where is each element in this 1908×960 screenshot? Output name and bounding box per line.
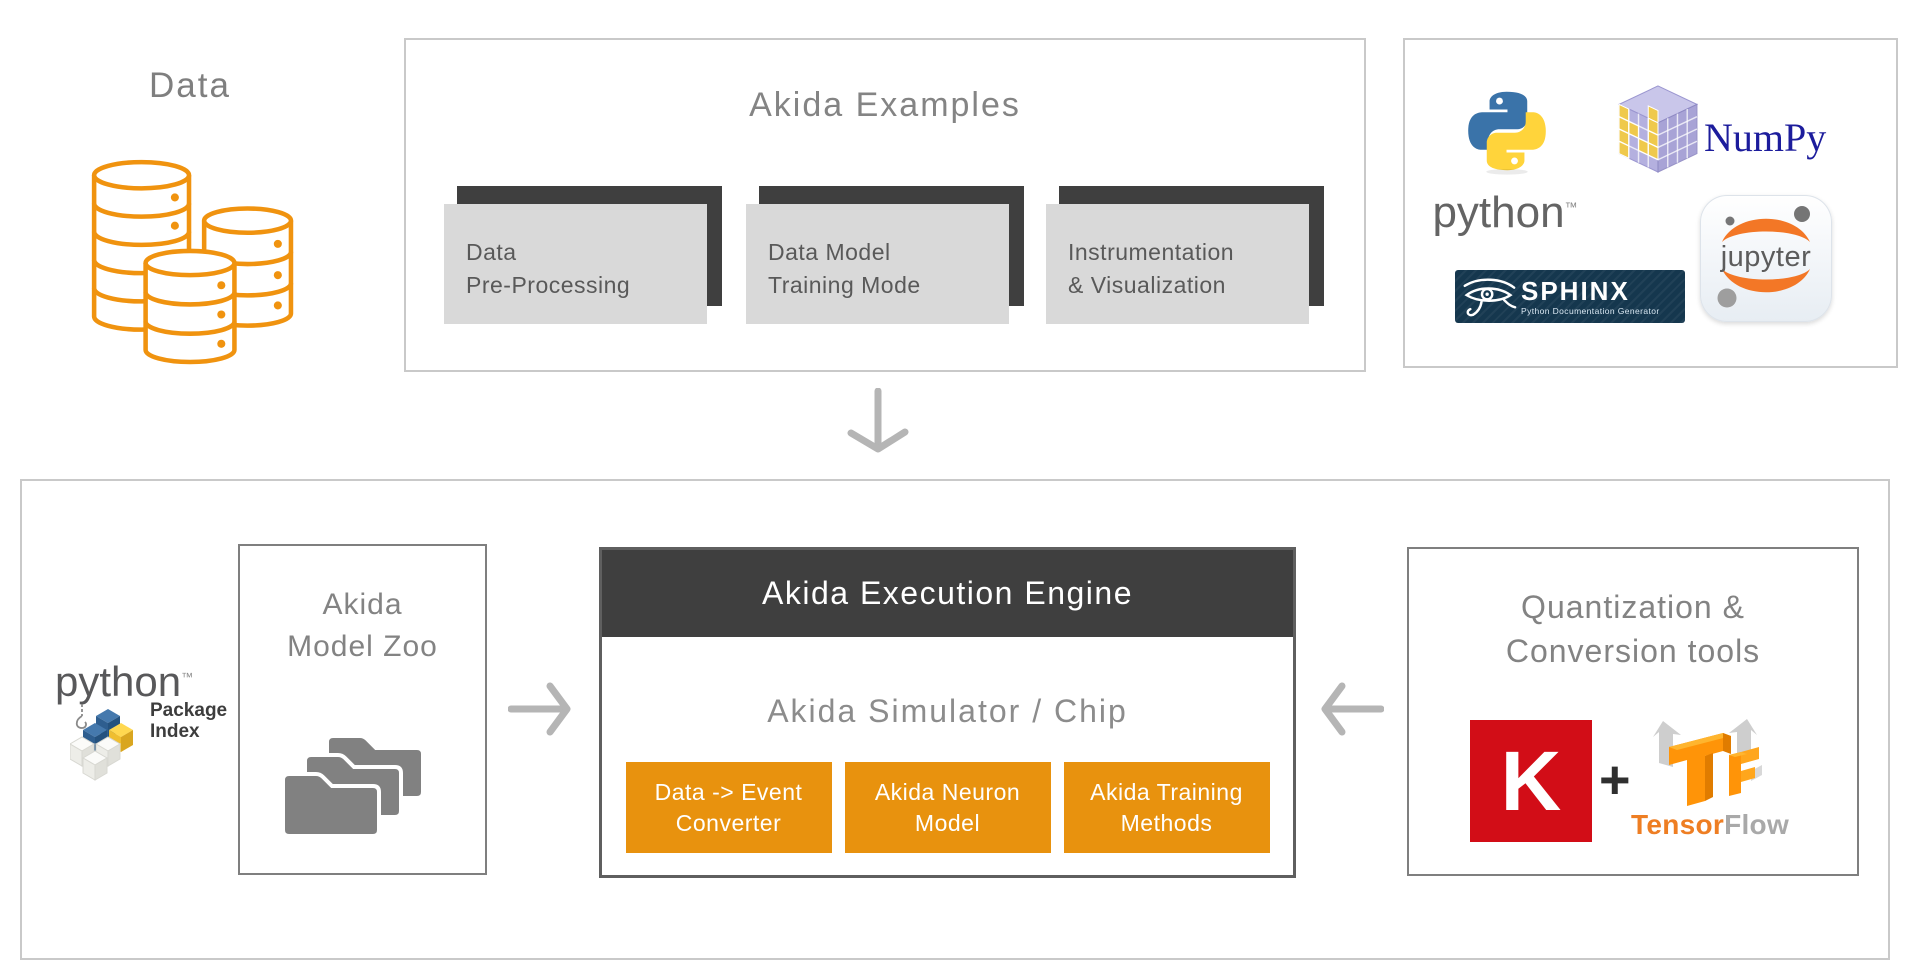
pypi-package-line: Package bbox=[150, 700, 228, 721]
pypi-package-index-label: Package Index bbox=[150, 700, 227, 742]
keras-logo: K bbox=[1470, 720, 1592, 842]
card-line: Data Model bbox=[768, 239, 891, 265]
module-line: Akida Neuron bbox=[874, 778, 1021, 805]
trademark-symbol: ™ bbox=[181, 670, 194, 684]
module-akida-training-methods: Akida Training Methods bbox=[1063, 762, 1270, 853]
module-line: Methods bbox=[1120, 809, 1213, 836]
akida-examples-panel: Akida Examples Data Pre-Processing Data … bbox=[404, 38, 1366, 372]
execution-engine-header: Akida Execution Engine bbox=[602, 550, 1293, 637]
tensorflow-word-flow: Flow bbox=[1724, 809, 1790, 840]
flow-arrow-left bbox=[1321, 682, 1384, 736]
plus-sign: + bbox=[1599, 750, 1631, 810]
module-akida-neuron-model: Akida Neuron Model bbox=[844, 762, 1051, 853]
akida-examples-title: Akida Examples bbox=[749, 86, 1021, 124]
trademark-symbol: ™ bbox=[1564, 199, 1578, 215]
card-face: Data Pre-Processing bbox=[444, 204, 707, 324]
module-line: Model bbox=[914, 809, 981, 836]
quantization-title-line: Conversion tools bbox=[1505, 633, 1761, 669]
sphinx-logo: SPHINX Python Documentation Generator bbox=[1455, 270, 1685, 323]
sphinx-eye-icon bbox=[1463, 278, 1517, 316]
database-cylinder-front bbox=[143, 248, 237, 365]
python-wordmark: python™ bbox=[1415, 188, 1595, 238]
flow-arrow-right bbox=[508, 682, 571, 736]
example-card-training-mode: Data Model Training Mode bbox=[746, 186, 1024, 324]
quantization-title: Quantization & Conversion tools bbox=[1409, 585, 1857, 673]
akida-runtime-panel: python™ Package Index bbox=[20, 479, 1890, 960]
python-wordmark-text: python bbox=[1432, 188, 1565, 237]
engine-modules: Data -> Event Converter Akida Neuron Mod… bbox=[602, 762, 1293, 853]
quantization-title-line: Quantization & bbox=[1521, 589, 1745, 625]
folders-icon bbox=[283, 734, 423, 838]
tensorflow-logo-icon bbox=[1653, 719, 1762, 806]
card-face: Data Model Training Mode bbox=[746, 204, 1009, 324]
card-line: Training Mode bbox=[768, 272, 921, 298]
jupyter-logo: jupyter bbox=[1700, 195, 1832, 322]
sphinx-subtitle: Python Documentation Generator bbox=[1521, 305, 1660, 316]
database-icon bbox=[91, 159, 294, 365]
tensorflow-word-tensor: Tensor bbox=[1631, 809, 1725, 840]
card-line: & Visualization bbox=[1068, 272, 1226, 298]
simulator-chip-label: Akida Simulator / Chip bbox=[767, 693, 1128, 729]
pypi-logo: python™ Package Index bbox=[52, 656, 262, 826]
flow-arrow-down bbox=[847, 388, 909, 453]
module-line: Data -> Event bbox=[654, 778, 803, 805]
jupyter-logo-icon bbox=[1717, 206, 1810, 308]
sphinx-texts: SPHINX Python Documentation Generator bbox=[1521, 278, 1660, 316]
card-line: Pre-Processing bbox=[466, 272, 631, 298]
card-line: Data bbox=[466, 239, 517, 265]
pypi-wordmark-text: python bbox=[55, 658, 182, 705]
numpy-wordmark: NumPy bbox=[1704, 115, 1827, 160]
model-zoo-title-line: Akida bbox=[322, 588, 403, 621]
module-line: Converter bbox=[675, 809, 782, 836]
quantization-tools-box: Quantization & Conversion tools K + bbox=[1407, 547, 1859, 876]
module-line: Akida Training bbox=[1090, 778, 1243, 805]
akida-model-zoo-box: Akida Model Zoo bbox=[238, 544, 487, 875]
model-zoo-title: Akida Model Zoo bbox=[240, 584, 485, 668]
example-card-data-preprocessing: Data Pre-Processing bbox=[444, 186, 722, 324]
example-card-instrumentation: Instrumentation & Visualization bbox=[1046, 186, 1324, 324]
card-face: Instrumentation & Visualization bbox=[1046, 204, 1309, 324]
python-logo-icon bbox=[1468, 91, 1546, 175]
keras-k-letter: K bbox=[1500, 734, 1562, 828]
jupyter-wordmark: jupyter bbox=[1720, 241, 1812, 273]
pypi-cubes-icon bbox=[70, 704, 133, 781]
akida-execution-engine-box: Akida Execution Engine Akida Simulator /… bbox=[599, 547, 1296, 878]
sphinx-wordmark: SPHINX bbox=[1521, 275, 1630, 306]
numpy-logo-icon bbox=[1617, 85, 1699, 173]
data-source-label: Data bbox=[149, 66, 231, 105]
python-libraries-panel: python™ NumPy bbox=[1403, 38, 1898, 368]
module-data-event-converter: Data -> Event Converter bbox=[625, 762, 832, 853]
pypi-package-line: Index bbox=[150, 721, 200, 742]
card-line: Instrumentation bbox=[1068, 239, 1235, 265]
model-zoo-title-line: Model Zoo bbox=[287, 630, 438, 663]
pypi-wordmark: python™ bbox=[55, 658, 193, 706]
tensorflow-wordmark: TensorFlow bbox=[1631, 809, 1789, 841]
